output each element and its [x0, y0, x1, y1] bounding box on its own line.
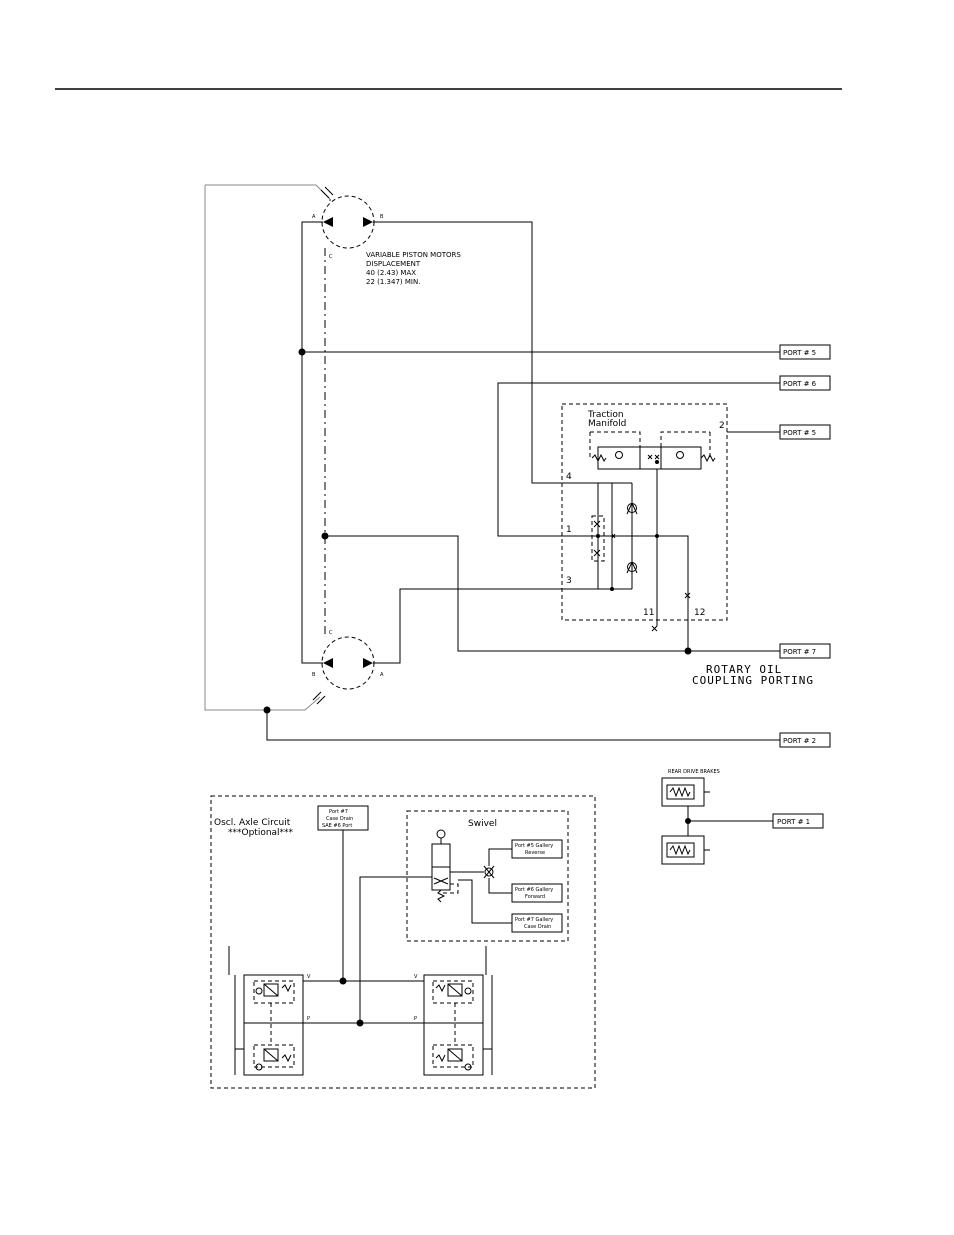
top-motor-port-a: A	[312, 214, 316, 220]
swivel-title: Swivel	[468, 819, 497, 829]
rotary-label-line1: ROTARY OIL	[706, 663, 782, 676]
swivel-reverse-line1: Port #5 Gallery	[515, 843, 553, 849]
top-motor-port-c: C	[329, 254, 333, 260]
axle-title-line1: Oscl. Axle Circuit	[214, 818, 291, 828]
manifold-title-line1: Traction	[587, 410, 624, 420]
axle-v-right: V	[414, 974, 418, 980]
port-5-manifold-tag: PORT # 5	[779, 424, 831, 440]
axle-title-line2: ***Optional***	[228, 828, 294, 838]
port-2-tag: PORT # 2	[779, 732, 831, 748]
motor-note-line4: 22 (1.347) MIN.	[366, 278, 420, 286]
bottom-motor-port-c: C	[329, 630, 333, 636]
swivel-drain-line1: Port #7 Gallery	[515, 917, 553, 923]
svg-text:PORT # 5: PORT # 5	[783, 349, 816, 357]
manifold-port-12: 12	[694, 608, 705, 618]
manifold-port-4: 4	[566, 472, 572, 482]
port-7-tag: PORT # 7	[779, 643, 831, 659]
manifold-port-11: 11	[643, 608, 654, 618]
top-motor-port-b: B	[380, 214, 384, 220]
rear-drive-brakes: REAR DRIVE BRAKES PORT # 1	[661, 769, 824, 865]
port-5-top-tag: PORT # 5	[779, 344, 831, 360]
manifold-port-2: 2	[719, 421, 725, 431]
svg-text:PORT # 5: PORT # 5	[783, 429, 816, 437]
rotary-label-line2: COUPLING PORTING	[692, 674, 814, 687]
left-axle-cylinder-valves	[228, 946, 304, 1076]
motor-note-line3: 40 (2.43) MAX	[366, 269, 416, 277]
bottom-motor-port-b: B	[312, 672, 316, 678]
bottom-motor-port-a: A	[380, 672, 384, 678]
axle-v-left: V	[307, 974, 311, 980]
manifold-port-1: 1	[566, 525, 572, 535]
port-6-tag: PORT # 6	[779, 375, 831, 391]
motor-note-line1: VARIABLE PISTON MOTORS	[366, 251, 461, 259]
axle-p-right: P	[414, 1016, 417, 1022]
manifold-port-3: 3	[566, 576, 572, 586]
top-motor-symbol	[321, 195, 375, 249]
axle-p-left: P	[307, 1016, 310, 1022]
swivel-forward-line2: Forward	[525, 894, 545, 900]
svg-text:PORT # 2: PORT # 2	[783, 737, 816, 745]
motor-note-line2: DISPLACEMENT	[366, 260, 421, 268]
traction-manifold: Traction Manifold	[561, 403, 728, 632]
bottom-motor-symbol	[321, 636, 375, 690]
svg-text:PORT # 6: PORT # 6	[783, 380, 817, 388]
swivel-reverse-line2: Reverse	[525, 850, 545, 856]
drive-circuit: A B C C B A VARIABLE PISTON MOTORS DISPL…	[204, 184, 831, 748]
svg-text:PORT # 1: PORT # 1	[777, 818, 810, 826]
oscillating-axle-circuit: Oscl. Axle Circuit ***Optional*** Port #…	[210, 795, 596, 1089]
swivel-forward-line1: Port #6 Gallery	[515, 887, 553, 893]
manifold-title-line2: Manifold	[588, 419, 626, 429]
swivel-drain-line2: Case Drain	[524, 924, 551, 930]
axle-port-line1: Port #7	[329, 809, 348, 815]
svg-text:PORT # 7: PORT # 7	[783, 648, 816, 656]
port-1-tag: PORT # 1	[772, 813, 824, 829]
axle-port-line3: SAE #6 Port	[322, 823, 352, 829]
axle-port-line2: Case Drain	[326, 816, 353, 822]
right-axle-cylinder-valves	[423, 946, 493, 1076]
brakes-title: REAR DRIVE BRAKES	[668, 769, 720, 775]
